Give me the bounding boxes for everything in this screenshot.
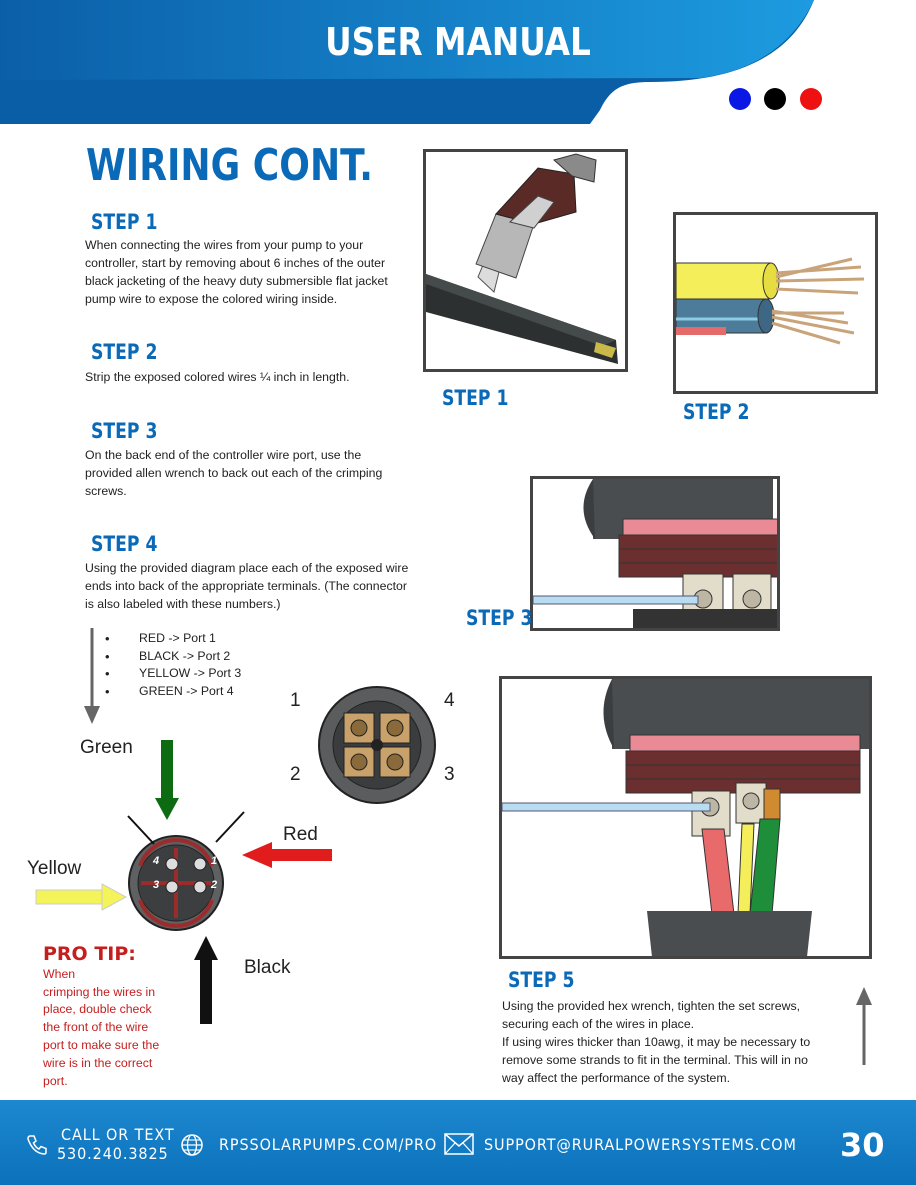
pro-tip-text: crimping the wires in place, double chec… — [43, 984, 160, 1088]
step5-text: Using the provided hex wrench, tighten t… — [502, 997, 832, 1087]
face-number: 3 — [153, 879, 160, 891]
phone-number[interactable]: 530.240.3825 — [57, 1144, 169, 1163]
arrow-up-icon — [856, 987, 872, 1065]
manual-title: USER MANUAL — [325, 20, 591, 64]
call-label: CALL OR TEXT — [61, 1125, 175, 1144]
wiring-diagram — [35, 740, 332, 1024]
pro-tip-heading: PRO TIP: — [43, 943, 136, 965]
green-label: Green — [80, 737, 133, 758]
phone-icon — [27, 1135, 47, 1155]
step3-image — [530, 476, 780, 631]
port-number: 3 — [444, 764, 455, 785]
step2-caption: STEP 2 — [683, 400, 750, 424]
step5-image — [499, 676, 872, 959]
page-number: 30 — [840, 1126, 885, 1164]
step1-text: When connecting the wires from your pump… — [85, 238, 388, 306]
list-item: BLACK -> Port 2 — [105, 648, 241, 666]
header-banner — [0, 0, 814, 124]
yellow-label: Yellow — [27, 858, 82, 879]
step4-heading: STEP 4 — [91, 532, 158, 556]
step2-text: Strip the exposed colored wires ¼ inch i… — [85, 370, 350, 384]
step2-image — [673, 212, 878, 394]
step1-caption: STEP 1 — [442, 386, 509, 410]
list-item: GREEN -> Port 4 — [105, 683, 241, 701]
face-number: 1 — [211, 855, 218, 867]
black-dot — [764, 88, 786, 110]
blue-dot — [729, 88, 751, 110]
port-number: 4 — [444, 690, 455, 711]
pro-tip: PRO TIP: When crimping the wires in plac… — [43, 943, 171, 1090]
page-title: WIRING CONT. — [86, 140, 373, 191]
port-number: 2 — [290, 764, 301, 785]
step1-image — [423, 149, 628, 372]
step2-heading: STEP 2 — [91, 340, 158, 364]
step4-text: Using the provided diagram place each of… — [85, 561, 409, 611]
list-item: RED -> Port 1 — [105, 630, 241, 648]
pro-tip-text-inline: When — [43, 966, 76, 981]
step1-heading: STEP 1 — [91, 210, 158, 234]
step5-text-line2: If using wires thicker than 10awg, it ma… — [502, 1035, 811, 1085]
globe-icon — [181, 1134, 203, 1156]
step5-heading: STEP 5 — [508, 968, 575, 992]
page-footer: CALL OR TEXT 530.240.3825 RPSSOLARPUMPS.… — [0, 1100, 916, 1185]
connector-back-diagram — [318, 686, 436, 804]
email-link[interactable]: SUPPORT@RURALPOWERSYSTEMS.COM — [484, 1135, 797, 1154]
port-list: RED -> Port 1 BLACK -> Port 2 YELLOW -> … — [105, 630, 241, 701]
website-link[interactable]: RPSSOLARPUMPS.COM/PRO — [219, 1135, 438, 1154]
step3-caption: STEP 3 — [466, 606, 533, 630]
black-label: Black — [244, 957, 291, 978]
port-number: 1 — [290, 690, 301, 711]
face-number: 4 — [153, 855, 160, 867]
red-dot — [800, 88, 822, 110]
list-item: YELLOW -> Port 3 — [105, 665, 241, 683]
red-label: Red — [283, 824, 318, 845]
step3-heading: STEP 3 — [91, 419, 158, 443]
step3-text: On the back end of the controller wire p… — [85, 448, 383, 498]
face-number: 2 — [211, 879, 218, 891]
arrow-down-icon — [84, 628, 100, 724]
page-header: USER MANUAL — [0, 0, 916, 126]
email-icon — [444, 1133, 474, 1155]
step5-text-line1: Using the provided hex wrench, tighten t… — [502, 999, 801, 1031]
